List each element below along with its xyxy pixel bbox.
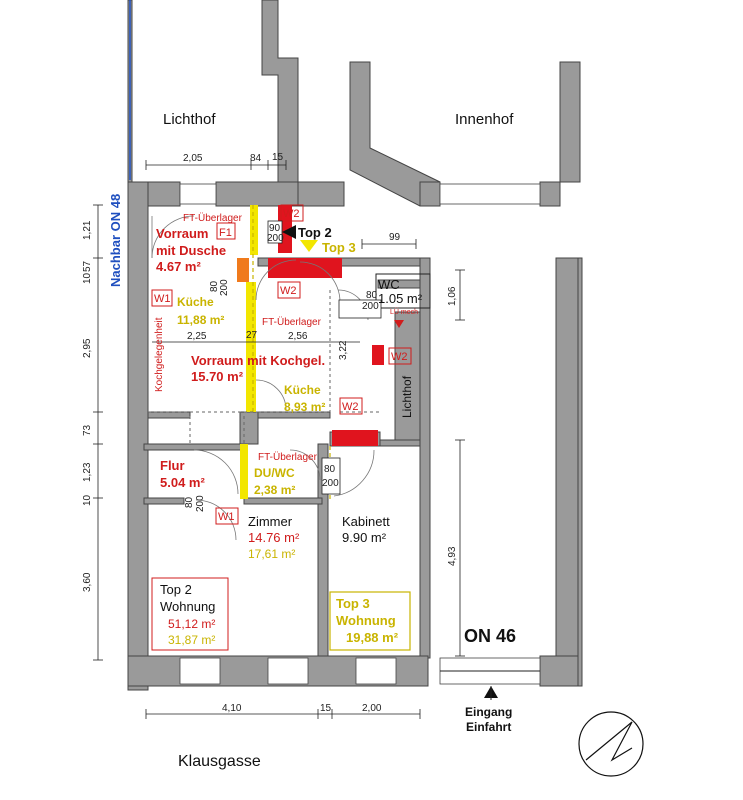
- dim-256: 2,56: [288, 331, 308, 342]
- label-lue-mech: LÜ mech: [390, 308, 418, 316]
- label-top2-box-area-red: 51,12 m²: [168, 617, 215, 631]
- door-80d: 80: [184, 496, 195, 508]
- dim-360: 3,60: [82, 572, 93, 592]
- label-f1: F1: [219, 227, 232, 239]
- label-w1-a: W1: [154, 293, 171, 305]
- label-on46: ON 46: [464, 626, 516, 646]
- south-windows: [179, 183, 541, 685]
- label-flur: Flur: [160, 458, 185, 473]
- dim-27: 27: [246, 330, 258, 341]
- label-vorraum-kochgel: Vorraum mit Kochgel.: [191, 353, 325, 368]
- door-200e: 200: [195, 495, 206, 512]
- label-du-wc: DU/WC: [254, 466, 295, 480]
- top2-arrow-icon: [282, 225, 296, 239]
- dim-225: 2,25: [187, 331, 207, 342]
- dim-84: 84: [250, 153, 262, 164]
- dim-15a: 15: [272, 152, 284, 163]
- label-lichthof-top: Lichthof: [163, 111, 216, 128]
- label-vorraum-dusche-2: mit Dusche: [156, 243, 226, 258]
- door-80b: 80: [366, 290, 378, 301]
- label-nachbar: Nachbar ON 48: [108, 194, 123, 287]
- door-200a: 200: [267, 233, 284, 244]
- label-vorraum-dusche-1: Vorraum: [156, 226, 209, 241]
- label-wc: WC: [378, 277, 400, 292]
- label-boxes: [151, 204, 431, 651]
- label-kabinett-area: 9.90 m²: [342, 530, 387, 545]
- door-swings: [151, 215, 375, 541]
- label-top2-box-2: Wohnung: [160, 599, 215, 614]
- label-du-wc-area: 2,38 m²: [254, 483, 295, 497]
- dimension-texts: 2,05 84 15 99 2,25 2,56 27 3,22 1,21 10 …: [82, 152, 458, 714]
- dim-205: 2,05: [183, 153, 203, 164]
- top3-triangle-icon: [300, 240, 318, 252]
- label-top2-arrow: Top 2: [298, 225, 332, 240]
- dim-73: 73: [82, 424, 93, 436]
- label-flur-area: 5.04 m²: [160, 475, 205, 490]
- dim-295: 2,95: [82, 338, 93, 358]
- markers: [237, 205, 384, 499]
- label-kueche-1: Küche: [177, 295, 214, 309]
- dim-410: 4,10: [222, 703, 242, 714]
- dim-10b: 10: [82, 494, 93, 506]
- label-top2-box-1: Top 2: [160, 582, 192, 597]
- label-eingang-2: Einfahrt: [466, 720, 511, 734]
- label-zimmer-area-yellow: 17,61 m²: [248, 547, 295, 561]
- dim-200: 2,00: [362, 703, 382, 714]
- label-w2-a: W2: [283, 208, 300, 220]
- label-lichthof-vertical: Lichthof: [400, 375, 414, 418]
- label-kabinett: Kabinett: [342, 514, 390, 529]
- door-200d: 200: [322, 478, 339, 489]
- label-top3-box-1: Top 3: [336, 596, 370, 611]
- label-ft-ueberlager-2: FT-Überlager: [262, 316, 322, 328]
- label-top3-box-area: 19,88 m²: [346, 630, 399, 645]
- door-80a: 80: [209, 280, 220, 292]
- label-zimmer-area-red: 14.76 m²: [248, 530, 300, 545]
- label-ft-ueberlager-3: FT-Überlager: [258, 451, 318, 463]
- room-labels: Lichthof Innenhof Nachbar ON 48 FT-Überl…: [108, 111, 516, 770]
- dimension-lines: [93, 160, 465, 719]
- label-vorraum-dusche-area: 4.67 m²: [156, 259, 201, 274]
- dim-99: 99: [389, 232, 401, 243]
- dim-10a: 10: [82, 272, 93, 284]
- label-klausgasse: Klausgasse: [178, 753, 261, 770]
- label-innenhof: Innenhof: [455, 111, 514, 128]
- label-kueche-2: Küche: [284, 383, 321, 397]
- label-ft-ueberlager-1: FT-Überlager: [183, 212, 243, 224]
- label-eingang-1: Eingang: [465, 705, 512, 719]
- label-top3-box-2: Wohnung: [336, 613, 396, 628]
- lue-arrow-icon: [394, 320, 404, 328]
- label-zimmer: Zimmer: [248, 514, 293, 529]
- label-w2-d: W2: [342, 401, 359, 413]
- dim-322: 3,22: [338, 340, 349, 360]
- label-w1-b: W1: [218, 511, 235, 523]
- door-90: 90: [269, 223, 281, 234]
- label-w2-b: W2: [280, 285, 297, 297]
- dim-121: 1,21: [82, 220, 93, 240]
- dim-493: 4,93: [447, 546, 458, 566]
- dim-106: 1,06: [447, 286, 458, 306]
- dim-15b: 15: [320, 703, 332, 714]
- dim-57: 57: [82, 260, 93, 272]
- label-vorraum-kochgel-area: 15.70 m²: [191, 369, 244, 384]
- label-w2-c: W2: [391, 351, 408, 363]
- door-80c: 80: [324, 464, 336, 475]
- label-top2-box-area-yellow: 31,87 m²: [168, 633, 215, 647]
- door-200c: 200: [362, 301, 379, 312]
- label-kueche-1-area: 11,88 m²: [177, 313, 224, 327]
- walls: [127, 0, 583, 691]
- dim-123: 1,23: [82, 462, 93, 482]
- north-arrow-icon: [578, 711, 644, 777]
- label-kueche-2-area: 8,93 m²: [284, 400, 325, 414]
- label-kochgelegenheit: Kochgelegenheit: [154, 317, 165, 392]
- label-wc-area: 1.05 m²: [378, 291, 423, 306]
- label-top3-marker: Top 3: [322, 240, 356, 255]
- door-200b: 200: [219, 279, 230, 296]
